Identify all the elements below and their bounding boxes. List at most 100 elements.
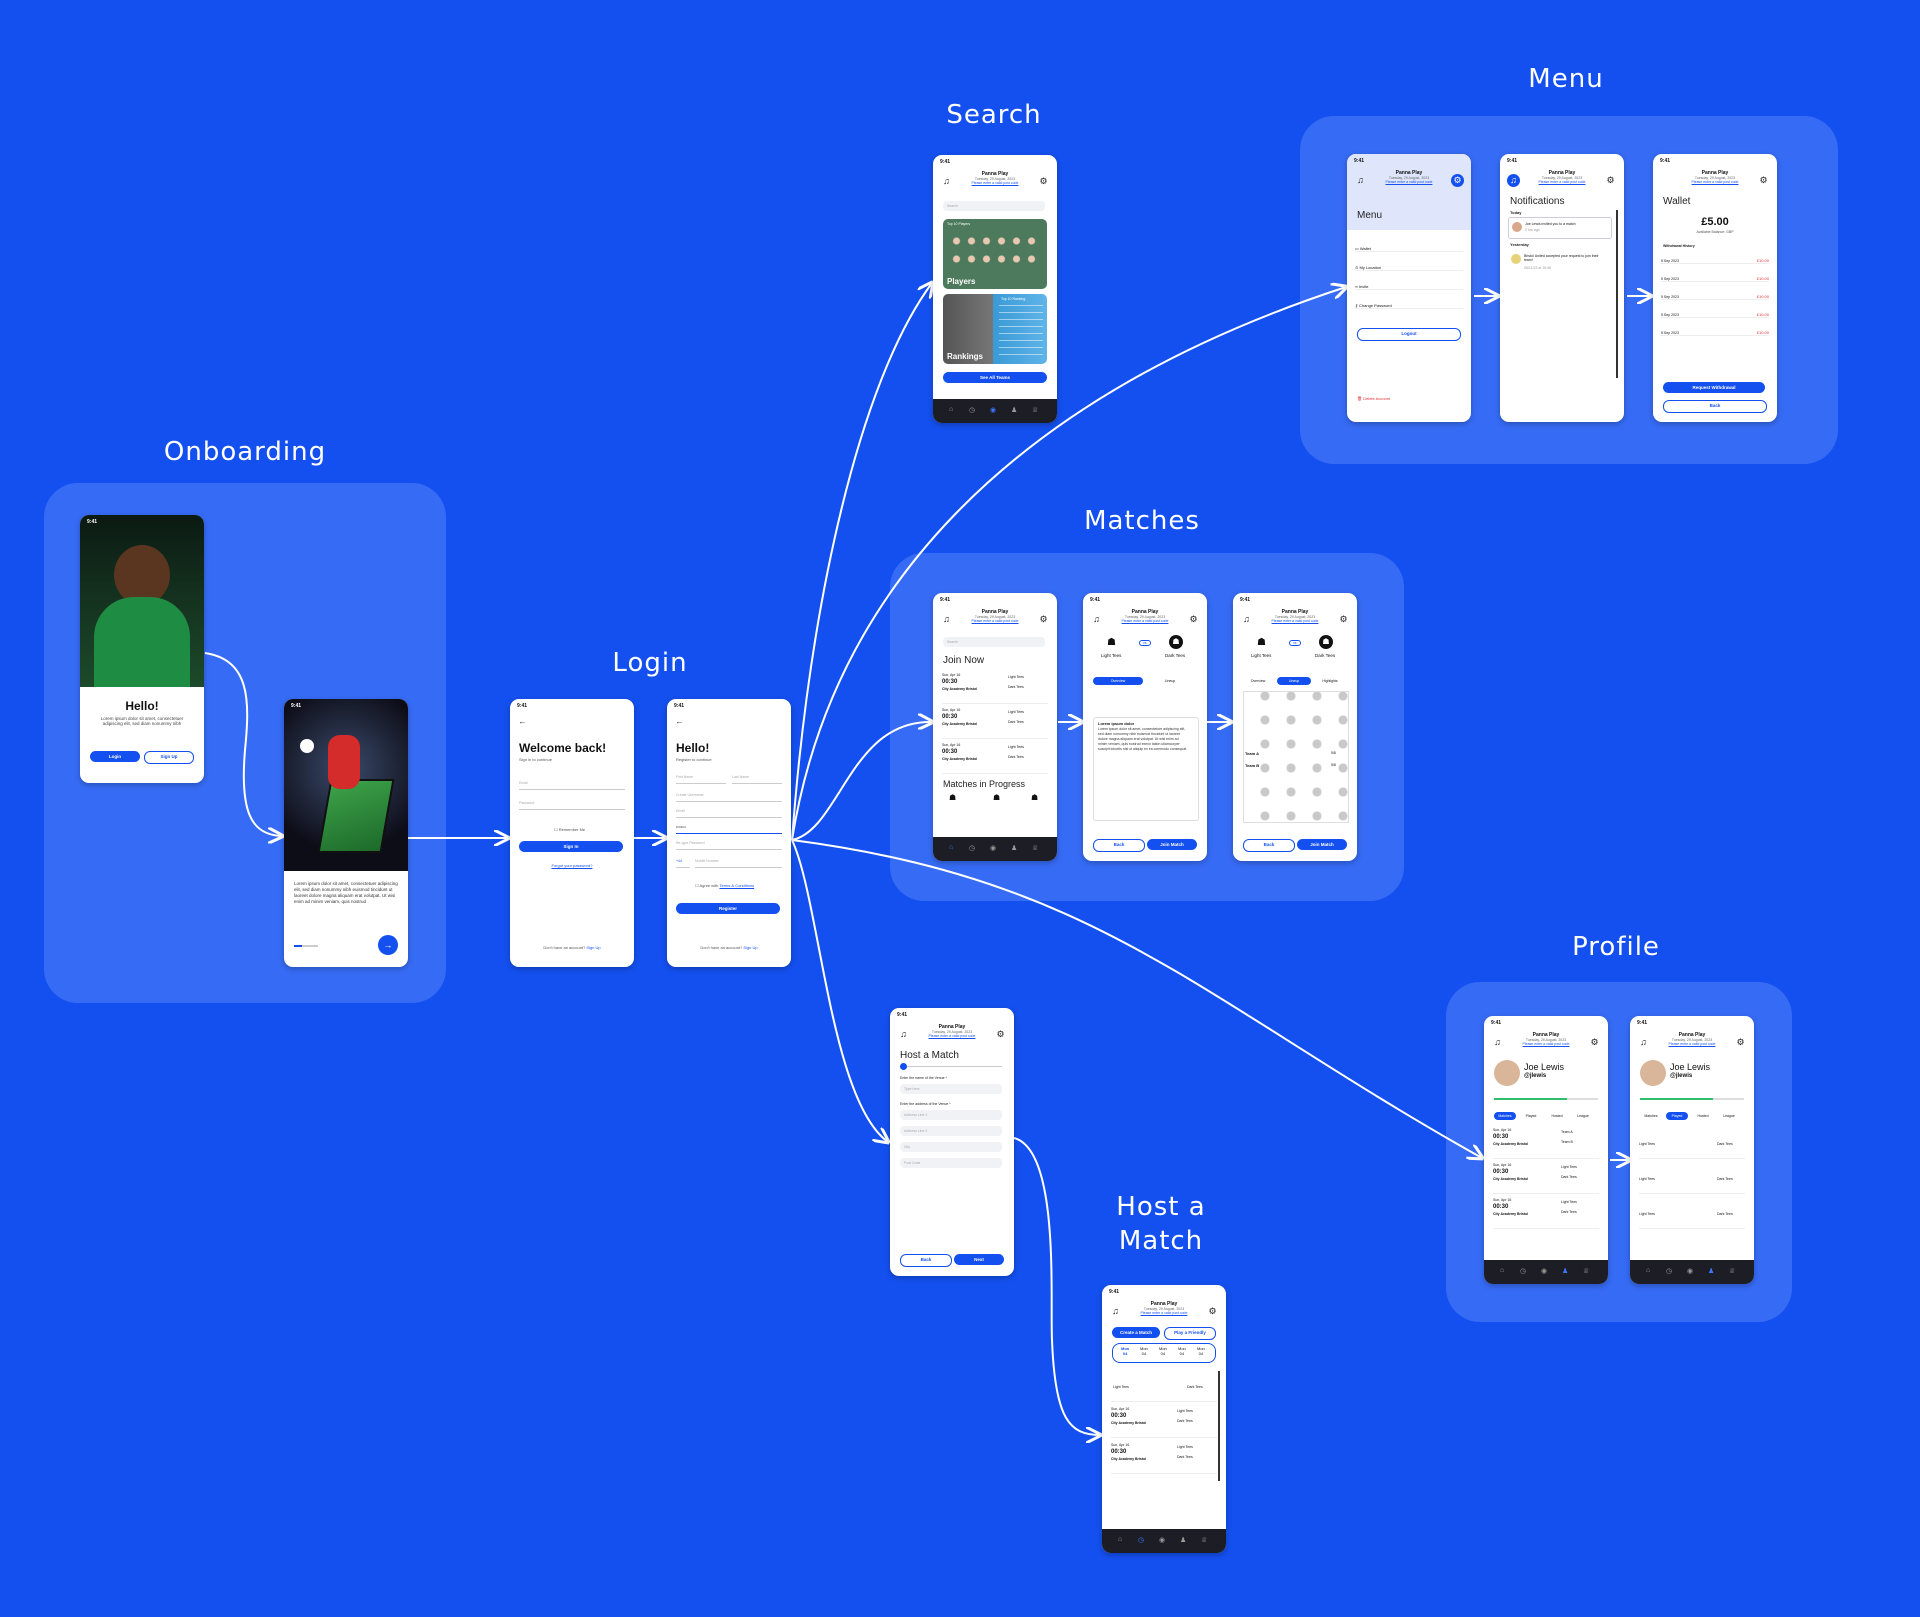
- match-card[interactable]: Sun, Apr 16 00:30 City Academy Bristol L…: [1493, 1161, 1599, 1194]
- back-button[interactable]: Back: [1243, 839, 1295, 852]
- home-icon[interactable]: ⌂: [1118, 1536, 1123, 1543]
- password-field[interactable]: ••••••••: [676, 825, 782, 834]
- bell-icon[interactable]: ♫: [1494, 1037, 1501, 1047]
- trophy-icon[interactable]: ♕: [1201, 1537, 1208, 1544]
- location-link[interactable]: Please enter a valid post code: [1271, 619, 1319, 623]
- menu-item-location[interactable]: ⊙ My Location: [1355, 265, 1463, 271]
- search-input[interactable]: Search: [943, 637, 1045, 647]
- bell-icon[interactable]: ♫: [1507, 174, 1520, 187]
- gear-icon[interactable]: ⚙: [1189, 614, 1198, 624]
- gear-icon[interactable]: ⚙: [1039, 614, 1048, 624]
- location-link[interactable]: Please enter a valid post code: [971, 619, 1019, 623]
- result-card[interactable]: Light Tees Dark Tees: [1639, 1126, 1745, 1159]
- tab-highlights[interactable]: Highlights: [1322, 679, 1338, 683]
- clock-icon[interactable]: ◷: [1138, 1537, 1145, 1544]
- see-all-teams-button[interactable]: See All Teams: [943, 372, 1047, 383]
- match-card[interactable]: Sun, Apr 16 00:30 City Academy Bristol L…: [1111, 1441, 1217, 1474]
- search-input[interactable]: Search: [943, 201, 1045, 211]
- last-name-field[interactable]: Last Name: [732, 775, 782, 784]
- bell-icon[interactable]: ♫: [943, 614, 950, 624]
- email-field[interactable]: Email: [519, 781, 625, 790]
- tab-league[interactable]: League: [1577, 1114, 1589, 1118]
- search-icon[interactable]: ◉: [1159, 1537, 1166, 1544]
- back-button[interactable]: Back: [1663, 400, 1767, 413]
- back-arrow-icon[interactable]: ←: [518, 717, 527, 726]
- person-icon[interactable]: ♟: [1011, 407, 1018, 414]
- home-icon[interactable]: ⌂: [1646, 1267, 1651, 1274]
- scrollbar[interactable]: [1616, 210, 1618, 378]
- sign-in-button[interactable]: Sign In: [519, 841, 623, 852]
- tab-hosted[interactable]: Hosted: [1551, 1114, 1563, 1118]
- join-match-button[interactable]: Join Match: [1297, 839, 1347, 850]
- username-field[interactable]: Create Username: [676, 793, 782, 802]
- bell-icon[interactable]: ♫: [1640, 1037, 1647, 1047]
- remember-checkbox[interactable]: ☐ Remember Me: [554, 827, 585, 832]
- tab-played[interactable]: Played: [1666, 1112, 1688, 1120]
- bell-icon[interactable]: ♫: [1243, 614, 1250, 624]
- password-field[interactable]: Password: [519, 801, 625, 810]
- gear-icon[interactable]: ⚙: [1039, 176, 1048, 186]
- location-link[interactable]: Please enter a valid post code: [1668, 1042, 1716, 1046]
- search-icon[interactable]: ◉: [1541, 1268, 1548, 1275]
- terms-checkbox[interactable]: ☐ Agree with Terms & Conditions: [695, 883, 754, 888]
- gear-icon[interactable]: ⚙: [996, 1029, 1005, 1039]
- top-players-card[interactable]: Top 10 Players Players: [943, 219, 1047, 289]
- tab-matches[interactable]: Matches: [1644, 1114, 1658, 1118]
- back-button[interactable]: Back: [900, 1254, 952, 1267]
- gear-icon[interactable]: ⚙: [1736, 1037, 1745, 1047]
- notification-item[interactable]: Bristol United accepted your request to …: [1508, 250, 1610, 274]
- match-card[interactable]: Light Tees Dark Tees: [1111, 1369, 1217, 1402]
- city-input[interactable]: City: [900, 1142, 1002, 1152]
- result-card[interactable]: Light Tees Dark Tees: [1639, 1161, 1745, 1194]
- address-line-1-input[interactable]: Address Line 1: [900, 1110, 1002, 1120]
- login-button[interactable]: Login: [90, 751, 140, 762]
- tab-matches[interactable]: Matches: [1494, 1112, 1516, 1120]
- in-progress-card[interactable]: ☗ ☗ ☗: [943, 793, 1053, 819]
- trophy-icon[interactable]: ♕: [1729, 1268, 1736, 1275]
- match-card[interactable]: Sun, Apr 16 00:30 City Academy Bristol L…: [1111, 1405, 1217, 1438]
- location-link[interactable]: Please enter a valid post code: [1522, 1042, 1570, 1046]
- match-card[interactable]: Sun, Apr 16 00:30 City Academy Bristol T…: [1493, 1126, 1599, 1159]
- bell-icon[interactable]: ♫: [900, 1029, 907, 1039]
- terms-link[interactable]: Terms & Conditions: [719, 883, 755, 888]
- tab-overview[interactable]: Overview: [1093, 677, 1143, 685]
- clock-icon[interactable]: ◷: [969, 407, 976, 414]
- home-icon[interactable]: ⌂: [949, 406, 954, 413]
- gear-icon[interactable]: ⚙: [1451, 174, 1464, 187]
- mobile-field[interactable]: Mobile Number: [695, 859, 782, 868]
- location-link[interactable]: Please enter a valid post code: [1385, 180, 1433, 184]
- match-card[interactable]: Sun, Apr 16 00:30 City Academy Bristol L…: [942, 671, 1048, 704]
- request-withdrawal-button[interactable]: Request Withdrawal: [1663, 382, 1765, 393]
- location-link[interactable]: Please enter a valid post code: [1121, 619, 1169, 623]
- tab-lineup[interactable]: Lineup: [1164, 679, 1176, 683]
- match-card[interactable]: Sun, Apr 16 00:30 City Academy Bristol L…: [942, 741, 1048, 774]
- tab-league[interactable]: League: [1723, 1114, 1735, 1118]
- match-card[interactable]: Sun, Apr 16 00:30 City Academy Bristol L…: [942, 706, 1048, 739]
- gear-icon[interactable]: ⚙: [1759, 175, 1768, 185]
- location-link[interactable]: Please enter a valid post code: [928, 1034, 976, 1038]
- home-icon[interactable]: ⌂: [949, 844, 954, 851]
- gear-icon[interactable]: ⚙: [1606, 175, 1615, 185]
- back-arrow-icon[interactable]: ←: [675, 717, 684, 726]
- menu-item-password[interactable]: ⚷ Change Password: [1355, 303, 1463, 309]
- register-button[interactable]: Register: [676, 903, 780, 914]
- notification-item[interactable]: Joe Lewis invited you to a match 2 hrs a…: [1508, 217, 1612, 239]
- first-name-field[interactable]: First Name: [676, 775, 726, 784]
- bell-icon[interactable]: ♫: [943, 176, 950, 186]
- search-icon[interactable]: ◉: [990, 845, 997, 852]
- trophy-icon[interactable]: ♕: [1032, 407, 1039, 414]
- location-link[interactable]: Please enter a valid post code: [1691, 180, 1739, 184]
- location-link[interactable]: Please enter a valid post code: [1538, 180, 1586, 184]
- next-button[interactable]: Next: [954, 1254, 1004, 1265]
- bell-icon[interactable]: ♫: [1093, 614, 1100, 624]
- address-line-2-input[interactable]: Address Line 2: [900, 1126, 1002, 1136]
- search-icon[interactable]: ◉: [1687, 1268, 1694, 1275]
- tab-lineup[interactable]: Lineup: [1277, 677, 1311, 685]
- result-card[interactable]: Light Tees Dark Tees: [1639, 1196, 1745, 1229]
- clock-icon[interactable]: ◷: [1666, 1268, 1673, 1275]
- gear-icon[interactable]: ⚙: [1590, 1037, 1599, 1047]
